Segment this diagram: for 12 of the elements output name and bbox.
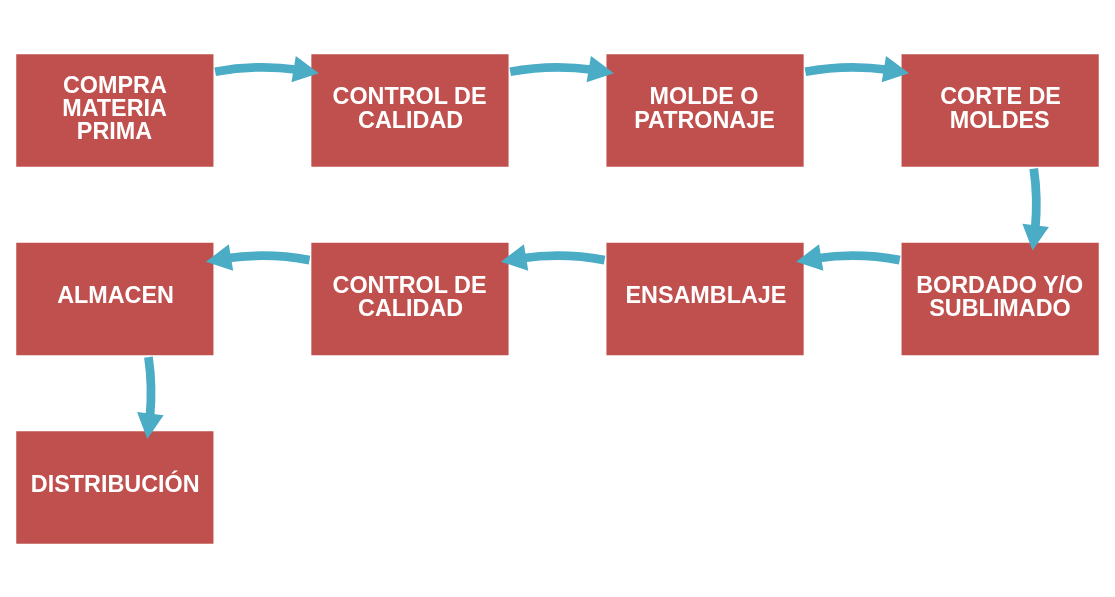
arrow — [796, 243, 901, 271]
node-box: BORDADO Y/O SUBLIMADO — [898, 239, 1102, 358]
node-box: CONTROL DE CALIDAD — [308, 239, 512, 358]
arrow — [804, 55, 909, 82]
arrow — [500, 243, 606, 271]
node-box: ALMACEN — [13, 239, 217, 358]
arrow — [205, 243, 311, 271]
arrow — [137, 356, 164, 439]
node-box: ENSAMBLAJE — [603, 239, 807, 358]
arrow — [509, 55, 614, 82]
arrow — [214, 55, 319, 82]
arrow — [1022, 167, 1049, 251]
